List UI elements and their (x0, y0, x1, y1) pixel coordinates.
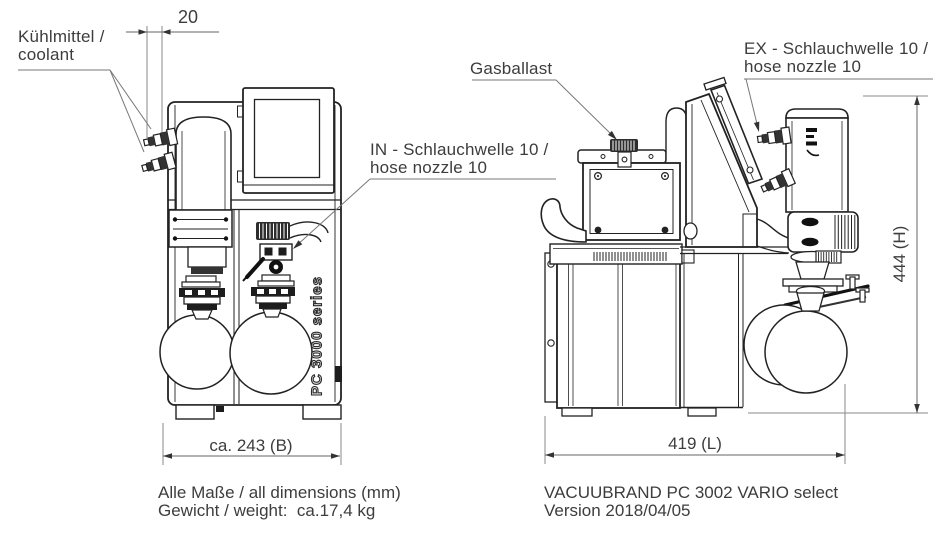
leader-arrows (293, 121, 760, 249)
gasballast-knob (610, 139, 638, 168)
side-body (556, 246, 681, 409)
condenser-front (175, 116, 232, 211)
valve-clamp-assembly (782, 250, 870, 314)
carry-handle (540, 198, 587, 243)
front-feet (175, 404, 342, 420)
controller-display (237, 87, 335, 194)
dimension-arrows (138, 29, 920, 459)
ex-nozzle-icon (756, 126, 792, 145)
footer-dimensions-note: Alle Maße / all dimensions (mm)Gewicht /… (158, 483, 401, 521)
dimension-lines (146, 26, 928, 465)
in-port (242, 221, 329, 282)
display-tower (665, 76, 764, 248)
dimension-measure-lines (126, 31, 918, 457)
mount-block (787, 211, 859, 253)
label-coolant: Kühlmittel /coolant (18, 27, 105, 65)
tilted-display-edge (709, 84, 764, 185)
side-latch (335, 366, 342, 382)
series-label: PC 3000 series (308, 275, 326, 396)
pump-band (168, 209, 233, 274)
dim-label-20: 20 (178, 7, 199, 27)
label-ex-nozzle: EX - Schlauchwelle 10 /hose nozzle 10 (744, 39, 929, 77)
flasks-side (743, 285, 848, 394)
dim-label-length: 419 (L) (668, 434, 722, 453)
leader-lines (18, 69, 933, 248)
side-feet (561, 407, 717, 417)
coolant-nozzle-icon (141, 151, 177, 173)
dim-label-width: ca. 243 (B) (209, 436, 293, 455)
front-view (141, 87, 342, 420)
side-view (540, 76, 870, 417)
coolant-nozzle-icon (142, 127, 179, 147)
flask-left (159, 275, 235, 390)
dim-label-height: 444 (H) (890, 225, 909, 283)
label-in-nozzle: IN - Schlauchwelle 10 /hose nozzle 10 (370, 140, 549, 178)
label-gasballast: Gasballast (470, 59, 553, 78)
flask-right (229, 274, 313, 395)
side-back-panel (544, 252, 558, 403)
vent-deck (549, 243, 695, 265)
ex-nozzle-icon (760, 167, 797, 193)
condenser-side (784, 108, 849, 213)
rear-column (680, 254, 744, 409)
